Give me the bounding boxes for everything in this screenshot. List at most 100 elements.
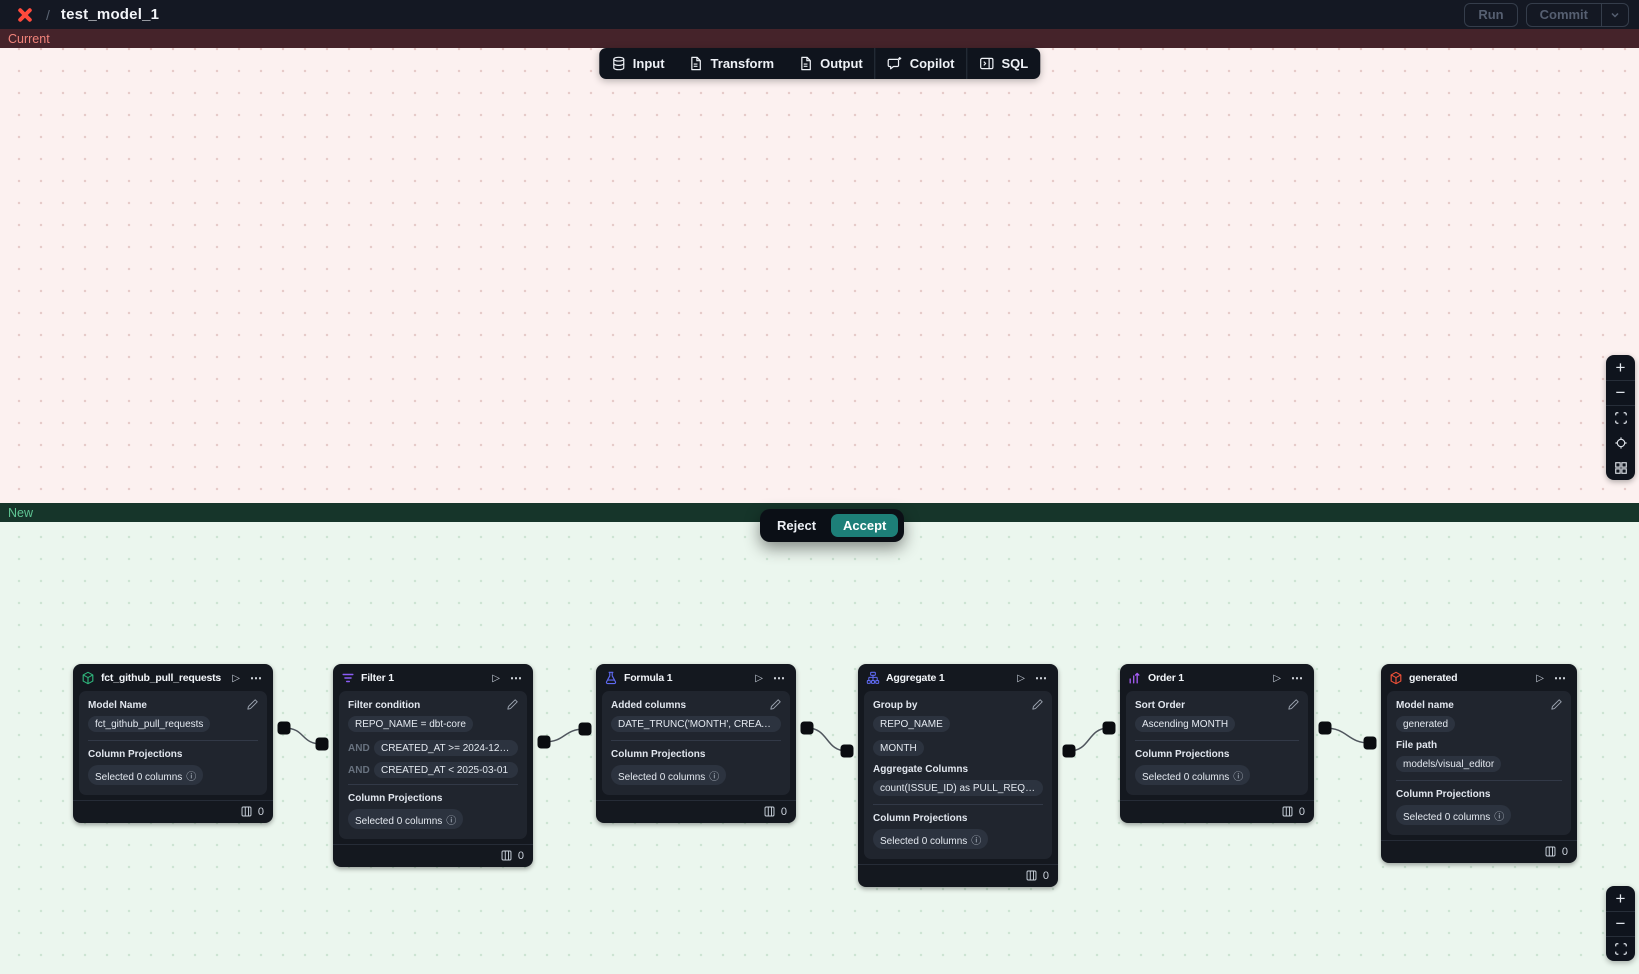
- locate-button[interactable]: [1606, 430, 1635, 455]
- zoom-in-button[interactable]: +: [1606, 886, 1635, 911]
- play-icon[interactable]: ▷: [1536, 672, 1544, 684]
- edit-pencil-icon[interactable]: [769, 698, 782, 714]
- columns-icon: [1026, 870, 1037, 881]
- group-by-pill[interactable]: REPO_NAME: [873, 716, 950, 732]
- more-menu-icon[interactable]: ⋯: [1291, 671, 1304, 685]
- new-pane-label-text: New: [8, 505, 34, 520]
- node-header: Order 1 ▷ ⋯: [1120, 664, 1314, 691]
- input-port[interactable]: [1363, 736, 1377, 750]
- database-icon: [612, 56, 624, 71]
- node-footer: 0: [858, 864, 1058, 887]
- more-menu-icon[interactable]: ⋯: [1554, 671, 1567, 685]
- output-port[interactable]: [1062, 744, 1076, 758]
- accept-button[interactable]: Accept: [831, 514, 899, 537]
- node-generated[interactable]: generated ▷ ⋯ Model name generated File …: [1381, 664, 1577, 863]
- output-port[interactable]: [537, 735, 551, 749]
- filter-condition-pill[interactable]: CREATED_AT < 2025-03-01: [374, 762, 518, 778]
- node-aggregate-1[interactable]: Aggregate 1 ▷ ⋯ Group by REPO_NAME MONTH…: [858, 664, 1058, 887]
- value-pill[interactable]: fct_github_pull_requests: [88, 716, 211, 732]
- node-title: Filter 1: [361, 672, 394, 684]
- row-count: 0: [1298, 805, 1305, 818]
- add-input-button[interactable]: Input: [599, 48, 677, 79]
- edit-pencil-icon[interactable]: [506, 698, 519, 714]
- current-canvas[interactable]: Input Transform Output: [0, 48, 1639, 503]
- node-body: Added columns DATE_TRUNC('MONTH', CREATE…: [602, 691, 790, 795]
- more-menu-icon[interactable]: ⋯: [1035, 671, 1048, 685]
- sort-order-pill[interactable]: Ascending MONTH: [1135, 716, 1236, 732]
- node-footer: 0: [1120, 800, 1314, 823]
- edit-pencil-icon[interactable]: [1031, 698, 1044, 714]
- play-icon[interactable]: ▷: [232, 672, 240, 684]
- zoom-out-button[interactable]: −: [1606, 911, 1635, 936]
- more-menu-icon[interactable]: ⋯: [250, 671, 263, 685]
- group-by-pill[interactable]: MONTH: [873, 740, 924, 756]
- node-filter-1[interactable]: Filter 1 ▷ ⋯ Filter condition REPO_NAME …: [333, 664, 533, 867]
- current-pane-label-text: Current: [8, 31, 50, 46]
- formula-flask-icon: [604, 671, 618, 685]
- sql-panel-icon: [980, 57, 994, 70]
- play-icon[interactable]: ▷: [1273, 672, 1281, 684]
- columns-icon: [501, 850, 512, 861]
- new-canvas[interactable]: Reject Accept fct_: [0, 509, 1639, 974]
- grid-icon: [1614, 461, 1627, 474]
- section-label: Column Projections: [611, 749, 706, 760]
- input-port[interactable]: [1102, 721, 1116, 735]
- sql-panel-button[interactable]: SQL: [967, 48, 1040, 79]
- node-body: Filter condition REPO_NAME = dbt-core AN…: [339, 691, 527, 839]
- node-order-1[interactable]: Order 1 ▷ ⋯ Sort Order Ascending MONTH C…: [1120, 664, 1314, 823]
- output-port[interactable]: [277, 721, 291, 735]
- aggregate-column-pill[interactable]: count(ISSUE_ID) as PULL_REQUEST_…: [873, 780, 1043, 796]
- dbt-logo-icon[interactable]: [15, 5, 35, 25]
- play-icon[interactable]: ▷: [1017, 672, 1025, 684]
- filter-condition-pill[interactable]: REPO_NAME = dbt-core: [348, 716, 473, 732]
- output-port[interactable]: [1318, 721, 1332, 735]
- info-icon: ⓘ: [186, 771, 197, 783]
- tile-view-button[interactable]: [1606, 455, 1635, 480]
- commit-dropdown-button[interactable]: [1601, 3, 1628, 26]
- edit-pencil-icon[interactable]: [246, 698, 259, 714]
- add-output-button[interactable]: Output: [786, 48, 875, 79]
- add-transform-button[interactable]: Transform: [677, 48, 787, 79]
- output-port[interactable]: [800, 721, 814, 735]
- node-title: Aggregate 1: [886, 672, 945, 684]
- info-icon: ⓘ: [1494, 811, 1505, 823]
- copilot-button[interactable]: Copilot: [876, 48, 967, 79]
- section-label: Model name: [1396, 700, 1454, 711]
- fit-view-button[interactable]: [1606, 936, 1635, 961]
- run-button[interactable]: Run: [1464, 2, 1518, 27]
- more-menu-icon[interactable]: ⋯: [510, 671, 523, 685]
- formula-pill[interactable]: DATE_TRUNC('MONTH', CREATED_AT…: [611, 716, 781, 732]
- zoom-in-button[interactable]: +: [1606, 355, 1635, 380]
- input-port[interactable]: [578, 722, 592, 736]
- play-icon[interactable]: ▷: [492, 672, 500, 684]
- zoom-out-button[interactable]: −: [1606, 380, 1635, 405]
- section-label: Column Projections: [348, 793, 443, 804]
- commit-button[interactable]: Commit: [1527, 4, 1601, 26]
- edit-pencil-icon[interactable]: [1550, 698, 1563, 714]
- play-icon[interactable]: ▷: [755, 672, 763, 684]
- file-path-pill[interactable]: models/visual_editor: [1396, 756, 1502, 772]
- sql-label: SQL: [1001, 56, 1029, 71]
- section-label: Sort Order: [1135, 700, 1186, 711]
- model-name-pill[interactable]: generated: [1396, 716, 1456, 732]
- input-port[interactable]: [840, 744, 854, 758]
- more-menu-icon[interactable]: ⋯: [773, 671, 786, 685]
- fit-view-button[interactable]: [1606, 405, 1635, 430]
- row-count: 0: [257, 805, 264, 818]
- node-fct-github-pull-requests[interactable]: fct_github_pull_requests ▷ ⋯ Model Name …: [73, 664, 273, 823]
- model-cube-icon: [1389, 671, 1403, 685]
- input-port[interactable]: [315, 737, 329, 751]
- filter-condition-pill[interactable]: CREATED_AT >= 2024-12-01: [374, 740, 518, 756]
- node-formula-1[interactable]: Formula 1 ▷ ⋯ Added columns DATE_TRUNC('…: [596, 664, 796, 823]
- reject-button[interactable]: Reject: [766, 515, 827, 536]
- node-footer: 0: [333, 844, 533, 867]
- edit-pencil-icon[interactable]: [1287, 698, 1300, 714]
- section-label: Group by: [873, 700, 918, 711]
- node-title: Order 1: [1148, 672, 1184, 684]
